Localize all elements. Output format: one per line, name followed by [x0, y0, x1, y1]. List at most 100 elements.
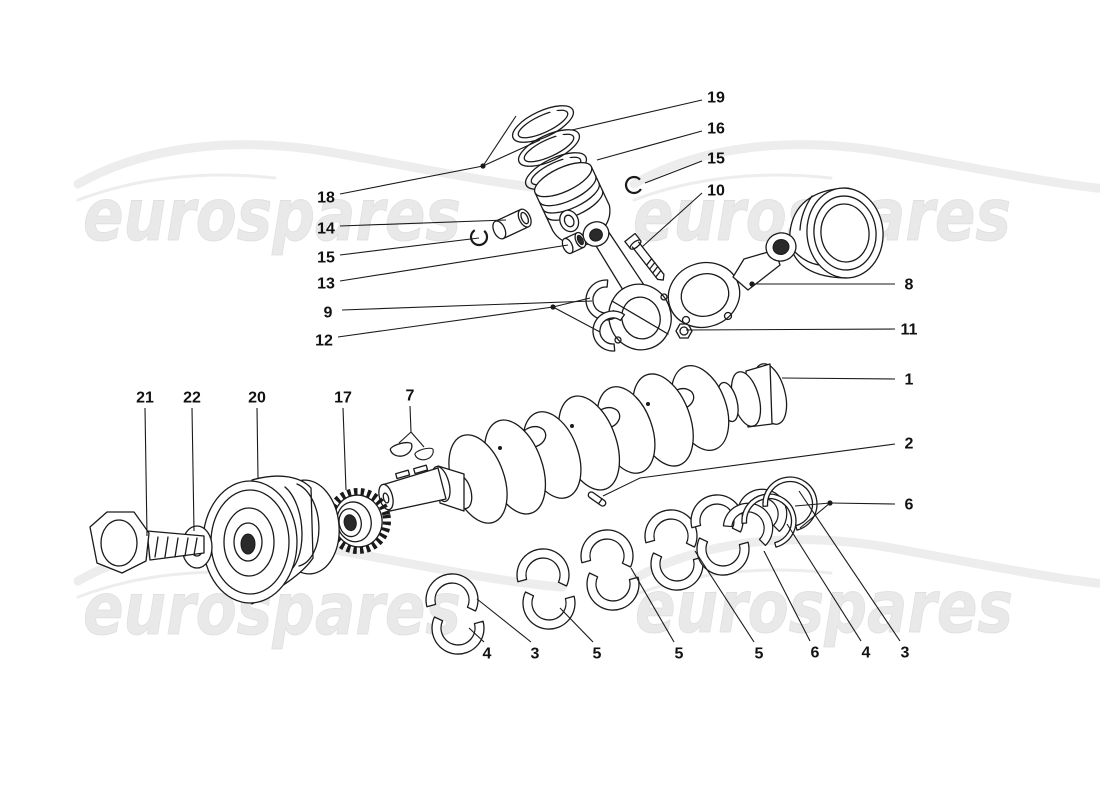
- part-number-label[interactable]: 18: [317, 190, 335, 207]
- leader-line: [144, 407, 148, 537]
- callout-17[interactable]: 17: [334, 390, 352, 491]
- callout-13[interactable]: 13: [317, 244, 569, 293]
- part-number-label[interactable]: 11: [901, 322, 918, 339]
- leader-line: [476, 598, 532, 643]
- part-number-label[interactable]: 14: [317, 221, 335, 238]
- rod-bolt-drawing: [624, 232, 665, 281]
- leader-line: [552, 306, 601, 333]
- callout-5[interactable]: 5: [559, 607, 602, 663]
- part-number-label[interactable]: 2: [905, 436, 914, 453]
- callout-8[interactable]: 8: [749, 277, 914, 294]
- part-number-label[interactable]: 4: [483, 646, 492, 663]
- part-number-label[interactable]: 1: [905, 372, 914, 389]
- callout-4[interactable]: 4: [468, 627, 492, 663]
- leader-line: [763, 550, 811, 642]
- crankshaft-drawing: [378, 363, 788, 524]
- watermark-text: eurospares: [83, 173, 461, 257]
- part-number-label[interactable]: 20: [248, 390, 266, 407]
- leader-junction-dot: [827, 500, 833, 506]
- callout-5[interactable]: 5: [694, 550, 764, 663]
- part-number-label[interactable]: 3: [901, 645, 910, 662]
- leader-line: [602, 443, 896, 497]
- part-number-label[interactable]: 15: [707, 151, 725, 168]
- pin-circlip-drawing: [469, 227, 489, 247]
- part-number-label[interactable]: 5: [593, 646, 602, 663]
- part-number-label[interactable]: 5: [755, 646, 764, 663]
- part-number-label[interactable]: 3: [531, 646, 540, 663]
- leader-line: [342, 407, 347, 491]
- callout-2[interactable]: 2: [602, 436, 914, 497]
- leader-line: [829, 502, 896, 505]
- crankshaft-key-drawing: [587, 491, 607, 507]
- timing-gear-drawing: [325, 488, 391, 554]
- callout-15[interactable]: 15: [317, 237, 480, 267]
- pulley-damper-drawing: [202, 475, 340, 605]
- callout-22[interactable]: 22: [183, 390, 201, 532]
- part-number-label[interactable]: 9: [324, 305, 333, 322]
- part-number-label[interactable]: 6: [905, 497, 914, 514]
- callout-9[interactable]: 9: [324, 300, 593, 322]
- callout-7[interactable]: 7: [398, 388, 425, 448]
- part-number-label[interactable]: 8: [905, 277, 914, 294]
- leader-line: [559, 607, 594, 643]
- callout-3[interactable]: 3: [798, 490, 910, 662]
- callout-6[interactable]: 6: [763, 550, 820, 662]
- woodruff-keys-drawing: [388, 440, 436, 463]
- part-number-label[interactable]: 5: [675, 646, 684, 663]
- leader-line: [482, 115, 517, 167]
- callout-11[interactable]: 11: [685, 322, 918, 339]
- callout-16[interactable]: 16: [596, 121, 725, 161]
- callout-5[interactable]: 5: [630, 567, 684, 663]
- part-number-label[interactable]: 15: [317, 250, 335, 267]
- callout-3[interactable]: 3: [476, 598, 540, 663]
- part-number-label[interactable]: 10: [707, 183, 725, 200]
- part-number-label[interactable]: 6: [811, 645, 820, 662]
- leader-line: [337, 306, 554, 338]
- part-number-label[interactable]: 4: [862, 645, 871, 662]
- callout-12[interactable]: 12: [315, 297, 601, 350]
- pulley-bolt-drawing: [89, 511, 205, 574]
- leader-line: [339, 165, 484, 195]
- callout-10[interactable]: 10: [641, 183, 725, 248]
- part-number-label[interactable]: 7: [406, 388, 415, 405]
- callout-21[interactable]: 21: [136, 390, 154, 537]
- part-number-label[interactable]: 19: [707, 90, 725, 107]
- leader-line: [256, 407, 259, 479]
- leader-line: [552, 297, 591, 308]
- watermark-top-right: eurospares: [633, 145, 1100, 257]
- watermark-text: eurospares: [633, 173, 1011, 257]
- leader-line: [794, 502, 831, 507]
- part-number-label[interactable]: 13: [317, 276, 335, 293]
- leader-line: [339, 219, 507, 227]
- leader-line: [339, 244, 569, 282]
- leader-line: [341, 300, 593, 311]
- second-connecting-rod-drawing: [667, 232, 797, 329]
- callout-15[interactable]: 15: [644, 151, 725, 184]
- leader-line: [398, 431, 412, 444]
- leader-line: [596, 130, 703, 161]
- leader-line: [191, 407, 195, 532]
- part-number-label[interactable]: 12: [315, 333, 333, 350]
- callout-18[interactable]: 18: [317, 115, 541, 207]
- callout-4[interactable]: 4: [786, 523, 871, 662]
- leader-line: [410, 431, 425, 448]
- callout-19[interactable]: 19: [571, 90, 725, 131]
- leader-line: [409, 405, 412, 433]
- part-number-label[interactable]: 21: [136, 390, 154, 407]
- callout-1[interactable]: 1: [781, 372, 914, 389]
- leader-line: [685, 328, 896, 331]
- callout-20[interactable]: 20: [248, 390, 266, 479]
- part-number-label[interactable]: 17: [334, 390, 352, 407]
- small-end-bushing-drawing: [561, 231, 587, 255]
- leader-line: [781, 377, 896, 380]
- part-number-label[interactable]: 22: [183, 390, 201, 407]
- connecting-rod-drawing: [582, 221, 672, 351]
- callout-14[interactable]: 14: [317, 219, 507, 238]
- leader-line: [482, 139, 541, 167]
- leader-line: [798, 490, 901, 642]
- part-number-label[interactable]: 16: [707, 121, 725, 138]
- leader-line: [571, 99, 703, 131]
- leader-line: [786, 523, 862, 642]
- leader-junction-dot: [749, 281, 755, 287]
